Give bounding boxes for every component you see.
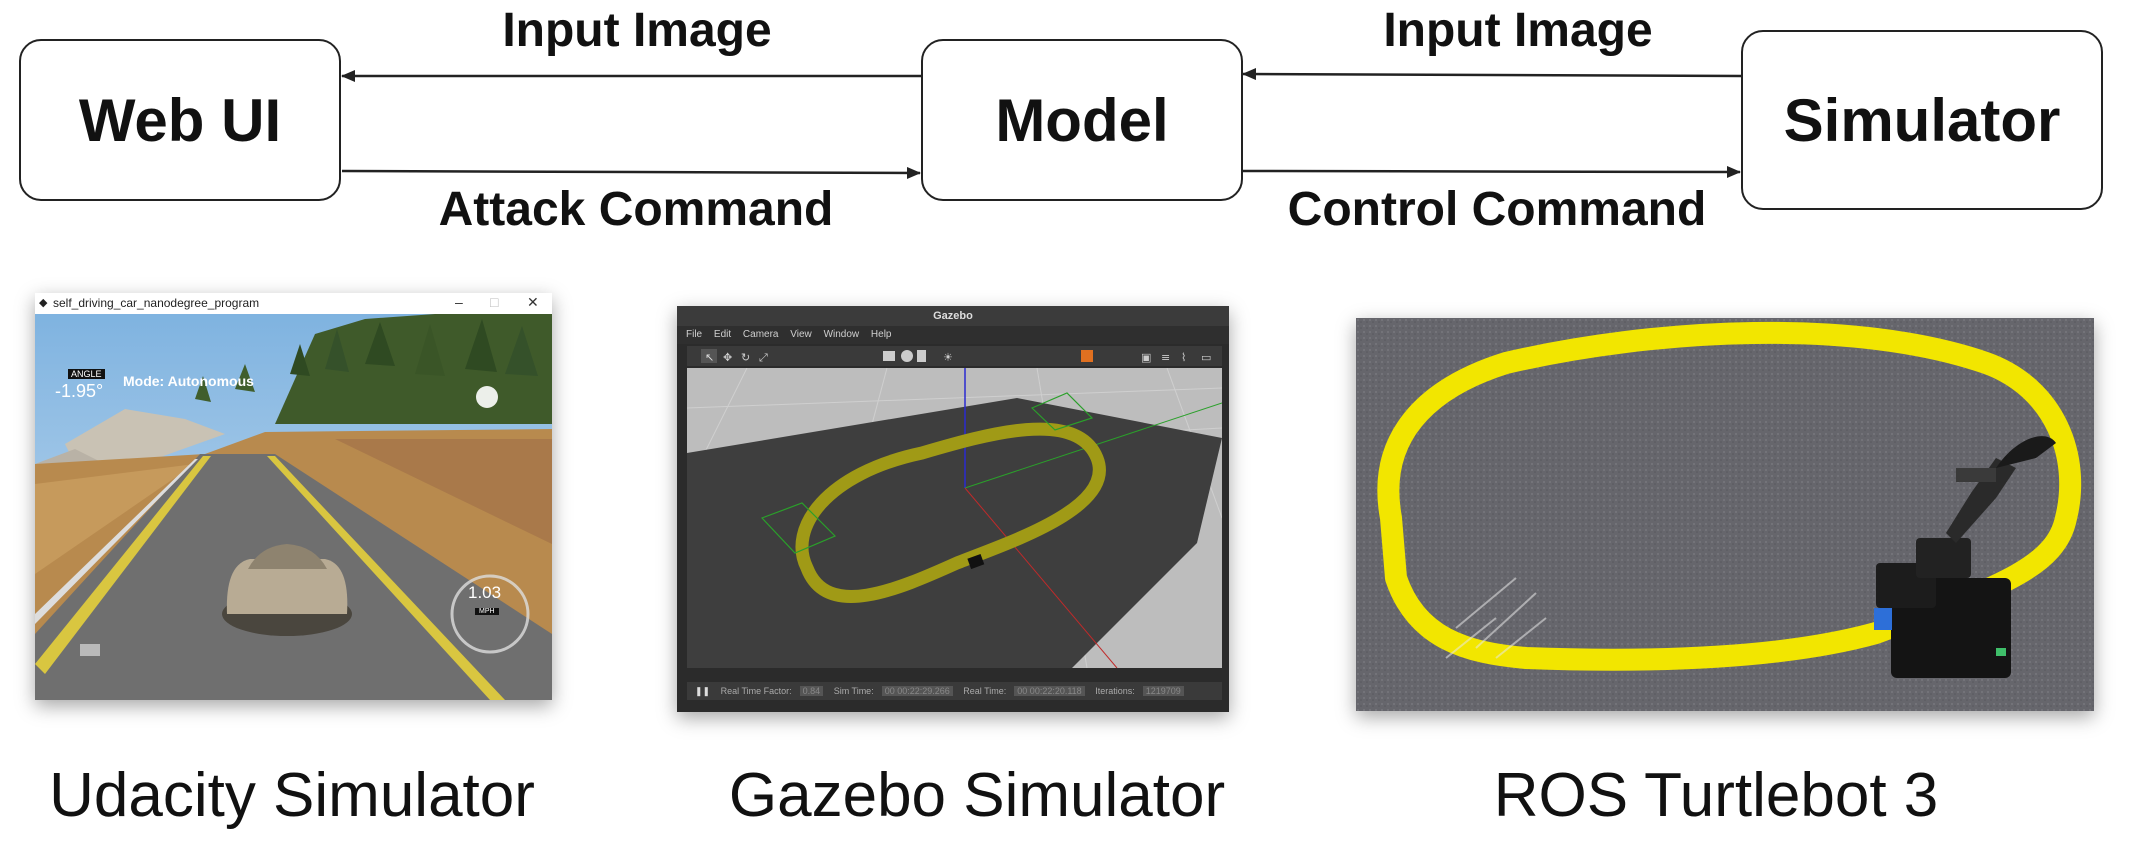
- node-web-ui: Web UI: [19, 39, 341, 201]
- turtlebot-scene: [1356, 318, 2094, 711]
- menu-view[interactable]: View: [790, 329, 812, 340]
- caption-udacity: Udacity Simulator: [49, 761, 535, 830]
- arrow-model-to-simulator: [1242, 165, 1741, 178]
- toolbar-icons: ↖ ✥ ↻ ⤢ ☀ ▣ ≡ ⌇ ▭: [701, 349, 1211, 364]
- caption-gazebo: Gazebo Simulator: [728, 761, 1226, 830]
- menu-file[interactable]: File: [686, 329, 703, 340]
- mode-label: Mode: Autonomous: [123, 373, 254, 389]
- udacity-scene: [35, 314, 552, 700]
- sim-time-value: 00 00:22:29.266: [881, 686, 953, 696]
- svg-text:☀: ☀: [943, 351, 953, 364]
- svg-text:▣: ▣: [1141, 351, 1151, 364]
- close-icon[interactable]: ✕: [527, 294, 539, 310]
- svg-text:⤢: ⤢: [759, 351, 768, 364]
- svg-text:≡: ≡: [1161, 351, 1170, 364]
- node-model-label: Model: [995, 86, 1169, 154]
- edge-label-attack-command: Attack Command: [438, 183, 834, 236]
- svg-text:↖: ↖: [705, 351, 714, 364]
- udacity-titlebar: ◆ self_driving_car_nanodegree_program – …: [35, 293, 552, 315]
- gazebo-toolbar: ↖ ✥ ↻ ⤢ ☀ ▣ ≡ ⌇ ▭: [687, 346, 1222, 366]
- gazebo-statusbar: ❚❚ Real Time Factor: 0.84 Sim Time: 00 00:…: [687, 682, 1222, 700]
- node-simulator-label: Simulator: [1783, 86, 2061, 154]
- arrow-webui-to-model: [341, 166, 921, 179]
- sim-time-label: Sim Time:: [833, 686, 874, 696]
- iterations-label: Iterations:: [1095, 686, 1135, 696]
- speed-unit: MPH: [475, 608, 499, 615]
- real-time-label: Real Time:: [963, 686, 1007, 696]
- gazebo-menubar: File Edit Camera View Window Help: [677, 326, 1229, 344]
- gazebo-viewport: [687, 368, 1222, 668]
- gazebo-titlebar: Gazebo: [677, 306, 1229, 326]
- caption-turtlebot: ROS Turtlebot 3: [1493, 761, 1939, 830]
- menu-help[interactable]: Help: [870, 329, 892, 340]
- node-simulator: Simulator: [1741, 30, 2103, 210]
- iterations-value: 1219709: [1142, 686, 1184, 696]
- svg-text:↻: ↻: [741, 351, 750, 364]
- svg-text:✥: ✥: [723, 351, 732, 364]
- angle-value: -1.95°: [55, 381, 104, 401]
- maximize-icon[interactable]: □: [490, 294, 499, 310]
- unity-icon: ◆: [39, 297, 48, 309]
- real-time-factor-label: Real Time Factor:: [720, 686, 792, 696]
- svg-text:⌇: ⌇: [1181, 351, 1186, 364]
- gazebo-simulator-screenshot: Gazebo File Edit Camera View Window Help…: [677, 306, 1229, 712]
- speed-value: 1.03: [468, 583, 502, 602]
- edge-label-input-image-left: Input Image: [502, 4, 772, 57]
- edge-label-control-command: Control Command: [1287, 183, 1707, 236]
- angle-label: ANGLE: [68, 369, 105, 379]
- node-web-ui-label: Web UI: [78, 86, 282, 154]
- menu-camera[interactable]: Camera: [742, 329, 779, 340]
- edge-label-input-image-right: Input Image: [1383, 4, 1653, 57]
- node-model: Model: [921, 39, 1243, 201]
- minimize-icon[interactable]: –: [455, 294, 463, 310]
- pause-icon[interactable]: ❚❚: [695, 686, 711, 696]
- turtlebot-photo: [1356, 318, 2094, 711]
- arrow-simulator-to-model: [1242, 68, 1743, 81]
- real-time-factor-value: 0.84: [799, 686, 824, 696]
- svg-text:▭: ▭: [1201, 351, 1211, 364]
- real-time-value: 00 00:22:20.118: [1014, 686, 1085, 696]
- udacity-window-title: self_driving_car_nanodegree_program: [53, 296, 260, 310]
- menu-edit[interactable]: Edit: [713, 329, 732, 340]
- udacity-simulator-screenshot: ◆ self_driving_car_nanodegree_program – …: [35, 293, 552, 700]
- menu-window[interactable]: Window: [823, 329, 860, 340]
